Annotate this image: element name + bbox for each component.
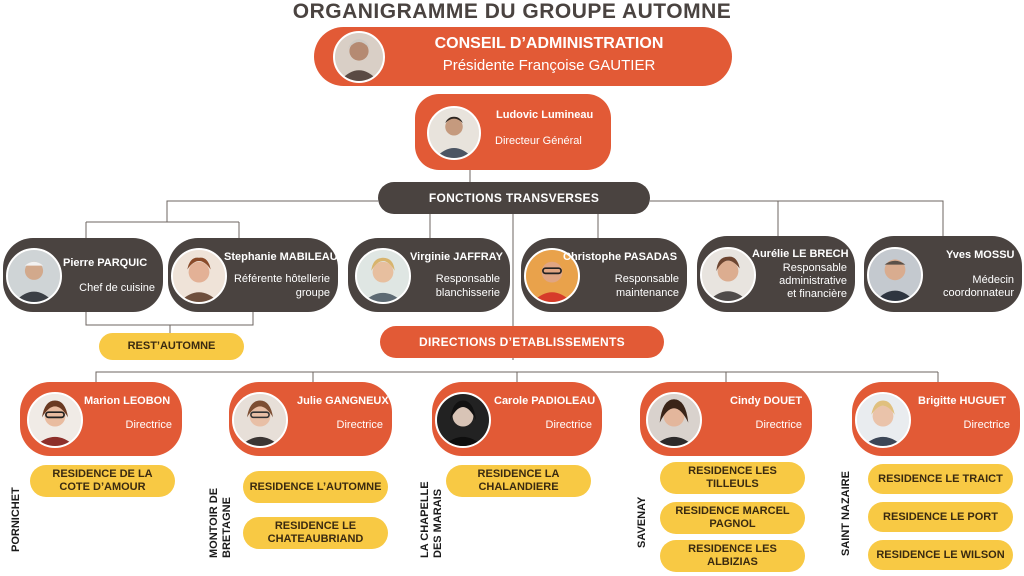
directions-header: DIRECTIONS D’ETABLISSEMENTS [380, 326, 664, 358]
residence-badge: RESIDENCE LA CHALANDIERE [446, 465, 591, 497]
director-card: Carole PADIOLEAU Directrice [432, 382, 602, 456]
ceo-box: Ludovic Lumineau Directeur Général [415, 94, 611, 170]
person-portrait-icon [700, 247, 756, 303]
rest-automne-badge: REST’AUTOMNE [99, 333, 244, 360]
director-card: Marion LEOBON Directrice [20, 382, 182, 456]
residence-badge: RESIDENCE DE LA COTE D’AMOUR [30, 465, 175, 497]
transverse-role: Médecin [972, 274, 1014, 286]
residence-badge: RESIDENCE LE TRAICT [868, 464, 1013, 494]
residence-badge: RESIDENCE LE CHATEAUBRIAND [243, 517, 388, 549]
board-box: CONSEIL D’ADMINISTRATION Présidente Fran… [314, 27, 732, 86]
transverse-functions-header: FONCTIONS TRANSVERSES [378, 182, 650, 214]
city-label: MONTOIR DE [208, 487, 220, 558]
transverse-role: coordonnateur [943, 287, 1014, 299]
transverse-role: blanchisserie [435, 287, 500, 299]
transverse-role: Responsable [435, 273, 500, 285]
director-name: Brigitte HUGUET [918, 395, 1006, 407]
director-name: Marion LEOBON [84, 395, 171, 407]
director-card: Julie GANGNEUX Directrice [229, 382, 392, 456]
transverse-role: administrative [779, 275, 847, 287]
board-subtitle: Présidente Françoise GAUTIER [442, 57, 656, 74]
person-portrait-icon [855, 392, 911, 448]
transverse-role: Responsable [782, 262, 847, 274]
person-portrait-icon [435, 392, 491, 448]
person-portrait-icon [27, 392, 83, 448]
residence-badge: RESIDENCE LES ALBIZIAS [660, 540, 805, 572]
board-title: CONSEIL D’ADMINISTRATION [434, 35, 664, 52]
director-role: Directrice [545, 419, 592, 431]
transverse-name: Pierre PARQUIC [63, 257, 148, 269]
transverse-role: et financière [787, 288, 847, 300]
director-name: Julie GANGNEUX [297, 395, 389, 407]
transverse-name: Yves MOSSU [946, 249, 1015, 261]
residence-badge: RESIDENCE LES TILLEULS [660, 462, 805, 494]
transverse-name: Christophe PASADAS [563, 251, 678, 263]
director-card: Cindy DOUET Directrice [640, 382, 812, 456]
director-name: Cindy DOUET [730, 395, 803, 407]
person-portrait-icon [867, 247, 923, 303]
transverse-role: groupe [295, 287, 330, 299]
person-portrait-icon [646, 392, 702, 448]
person-portrait-icon [427, 106, 481, 160]
transverse-card: Stephanie MABILEAU Référente hôtellerie … [168, 238, 338, 312]
city-label: BRETAGNE [221, 497, 233, 558]
transverse-role: maintenance [616, 287, 679, 299]
residence-badge: RESIDENCE L’AUTOMNE [243, 471, 388, 503]
director-role: Directrice [125, 419, 172, 431]
person-portrait-icon [333, 31, 385, 83]
director-role: Directrice [963, 419, 1010, 431]
person-portrait-icon [6, 248, 62, 304]
person-portrait-icon [232, 392, 288, 448]
ceo-role: Directeur Général [495, 135, 582, 147]
transverse-card: Pierre PARQUIC Chef de cuisine [3, 238, 163, 312]
transverse-role: Référente hôtellerie [233, 273, 330, 285]
residence-badge: RESIDENCE LE WILSON [868, 540, 1013, 570]
city-label: SAVENAY [636, 496, 648, 548]
residence-badge: RESIDENCE LE PORT [868, 502, 1013, 532]
person-portrait-icon [171, 248, 227, 304]
transverse-card: Yves MOSSU Médecin coordonnateur [864, 236, 1022, 312]
city-label: SAINT NAZAIRE [840, 471, 852, 556]
page-title: ORGANIGRAMME DU GROUPE AUTOMNE [292, 0, 732, 23]
director-role: Directrice [755, 419, 802, 431]
city-label: DES MARAIS [432, 488, 444, 558]
person-portrait-icon [355, 248, 411, 304]
transverse-name: Aurélie LE BRECH [752, 248, 849, 260]
transverse-name: Stephanie MABILEAU [224, 251, 338, 263]
transverse-role: Responsable [614, 273, 679, 285]
transverse-card: Christophe PASADAS Responsable maintenan… [521, 238, 687, 312]
ceo-name: Ludovic Lumineau [496, 109, 594, 121]
transverse-role: Chef de cuisine [79, 282, 155, 294]
transverse-card: Virginie JAFFRAY Responsable blanchisser… [348, 238, 510, 312]
transverse-card: Aurélie LE BRECH Responsable administrat… [697, 236, 855, 312]
city-label: PORNICHET [10, 487, 22, 552]
director-card: Brigitte HUGUET Directrice [852, 382, 1020, 456]
director-role: Directrice [336, 419, 383, 431]
director-name: Carole PADIOLEAU [494, 395, 596, 407]
transverse-name: Virginie JAFFRAY [410, 251, 503, 263]
residence-badge: RESIDENCE MARCEL PAGNOL [660, 502, 805, 534]
city-label: LA CHAPELLE [419, 481, 431, 558]
person-portrait-icon [524, 248, 580, 304]
